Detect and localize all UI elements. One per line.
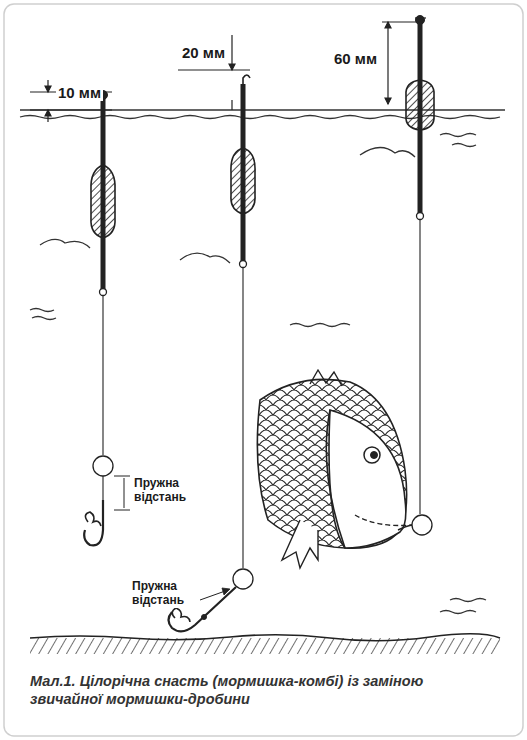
spring-gap-label: Пружна відстань [132,580,196,608]
dimension-label: 60 мм [332,50,379,67]
dimension-label: 10 мм [56,84,103,101]
spring-gap-label: Пружна відстань [134,477,198,505]
figure-caption: Мал.1. Цілорічна снасть (мормишка-комбі)… [30,672,470,708]
dimension-label: 20 мм [180,44,227,61]
